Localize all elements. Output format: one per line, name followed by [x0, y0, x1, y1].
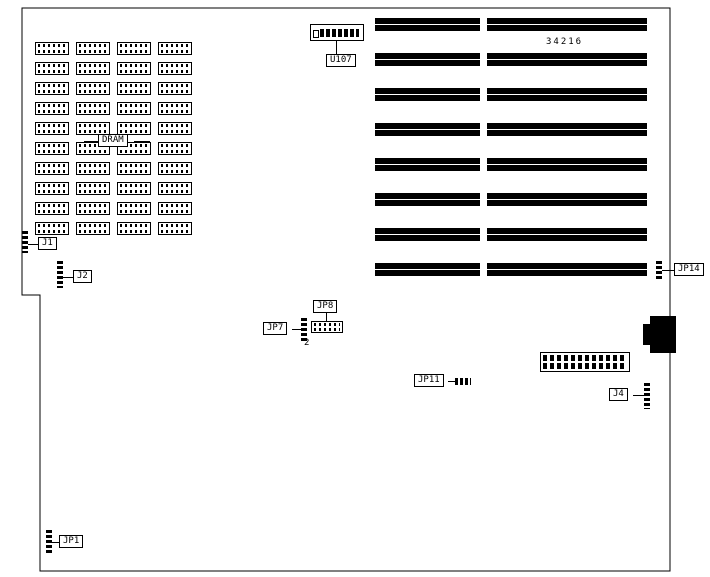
dram-chip [76, 122, 110, 135]
j1-label: J1 [38, 237, 57, 250]
u107-leader [336, 41, 337, 54]
dram-chip [76, 202, 110, 215]
dram-chip [158, 82, 192, 95]
dram-chip [35, 202, 69, 215]
jp14-jumper [656, 261, 662, 281]
jp8-label: JP8 [313, 300, 338, 313]
dram-chip [35, 142, 69, 155]
j2-leader [63, 277, 73, 278]
jp11-label: JP11 [414, 374, 444, 387]
jp7-jumper [301, 318, 307, 341]
j1-jumper [22, 231, 28, 253]
dram-chip [76, 182, 110, 195]
jp7-label: JP7 [263, 322, 288, 335]
dram-chip [35, 62, 69, 75]
dram-chip [117, 62, 151, 75]
dram-chip [158, 42, 192, 55]
j2-jumper [57, 261, 63, 288]
jp11-jumper [455, 378, 471, 385]
dram-chip [76, 222, 110, 235]
dram-chip [76, 42, 110, 55]
dram-chip [117, 122, 151, 135]
expansion-slot [375, 263, 480, 276]
expansion-slot [487, 228, 647, 241]
dram-chip [35, 42, 69, 55]
dram-chip [117, 42, 151, 55]
dram-leader-right [134, 141, 150, 142]
dram-chip [35, 222, 69, 235]
dram-label: DRAM [98, 134, 128, 147]
expansion-slot [375, 18, 480, 31]
dram-chip [158, 102, 192, 115]
jp11-leader [448, 381, 455, 382]
dram-column [158, 42, 192, 235]
dram-chip [158, 142, 192, 155]
dram-chip [117, 182, 151, 195]
expansion-slot [375, 228, 480, 241]
dram-column [35, 42, 69, 235]
dram-chip [35, 122, 69, 135]
dram-chip [158, 62, 192, 75]
dram-chip [35, 182, 69, 195]
expansion-slot [487, 123, 647, 136]
j2-label: J2 [73, 270, 92, 283]
expansion-slot [487, 18, 647, 31]
keyboard-connector-tab [643, 324, 650, 345]
u107-chip [310, 24, 364, 41]
expansion-slot [487, 193, 647, 206]
dram-chip [35, 102, 69, 115]
part-number-text: 34216 [546, 37, 584, 47]
expansion-slot [487, 88, 647, 101]
dram-chip [158, 202, 192, 215]
dram-chip [35, 82, 69, 95]
jp7-pin2-text: 2 [304, 338, 310, 348]
jp7-leader [292, 329, 301, 330]
jp1-jumper [46, 530, 52, 553]
jp8-pin-block [311, 321, 343, 333]
dram-column [76, 42, 110, 235]
expansion-slot [375, 158, 480, 171]
pin-header-connector [540, 352, 630, 372]
expansion-slot [487, 53, 647, 66]
u107-label: U107 [326, 54, 356, 67]
dram-chip [117, 202, 151, 215]
dram-chip [158, 182, 192, 195]
jp1-leader [52, 542, 60, 543]
dram-chip [117, 102, 151, 115]
expansion-slot [375, 123, 480, 136]
j1-leader [28, 244, 38, 245]
jp14-leader [662, 270, 674, 271]
dram-chip [117, 162, 151, 175]
expansion-slot [487, 263, 647, 276]
expansion-slot [375, 88, 480, 101]
keyboard-connector [650, 316, 676, 353]
dram-chip [76, 102, 110, 115]
expansion-slot [375, 193, 480, 206]
dram-grid [35, 42, 192, 235]
dram-chip [76, 62, 110, 75]
dram-chip [117, 222, 151, 235]
jp8-leader [326, 313, 327, 321]
jp1-label: JP1 [59, 535, 84, 548]
expansion-slot [487, 158, 647, 171]
dram-chip [158, 222, 192, 235]
j4-jumper [644, 383, 650, 409]
jp14-label: JP14 [674, 263, 704, 276]
dram-chip [158, 162, 192, 175]
j4-leader [633, 395, 644, 396]
expansion-slot [375, 53, 480, 66]
dram-chip [35, 162, 69, 175]
dram-chip [158, 122, 192, 135]
dram-chip [76, 82, 110, 95]
dram-chip [76, 162, 110, 175]
dram-column [117, 42, 151, 235]
j4-label: J4 [609, 388, 628, 401]
slot-grid [375, 18, 647, 298]
dram-leader-left [84, 141, 98, 142]
dram-chip [117, 82, 151, 95]
